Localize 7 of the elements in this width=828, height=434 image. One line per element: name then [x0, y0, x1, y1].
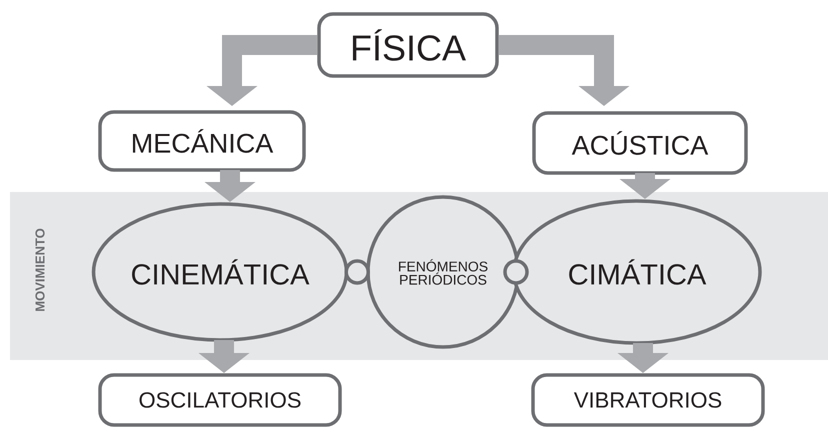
connector [503, 259, 529, 285]
rounded-box: ACÚSTICA [532, 111, 748, 175]
rounded-box: FÍSICA [317, 12, 499, 78]
connector [344, 259, 370, 285]
rounded-box: OSCILATORIOS [98, 373, 342, 427]
rounded-box: VIBRATORIOS [531, 373, 765, 427]
rounded-box: MECÁNICA [98, 110, 306, 172]
